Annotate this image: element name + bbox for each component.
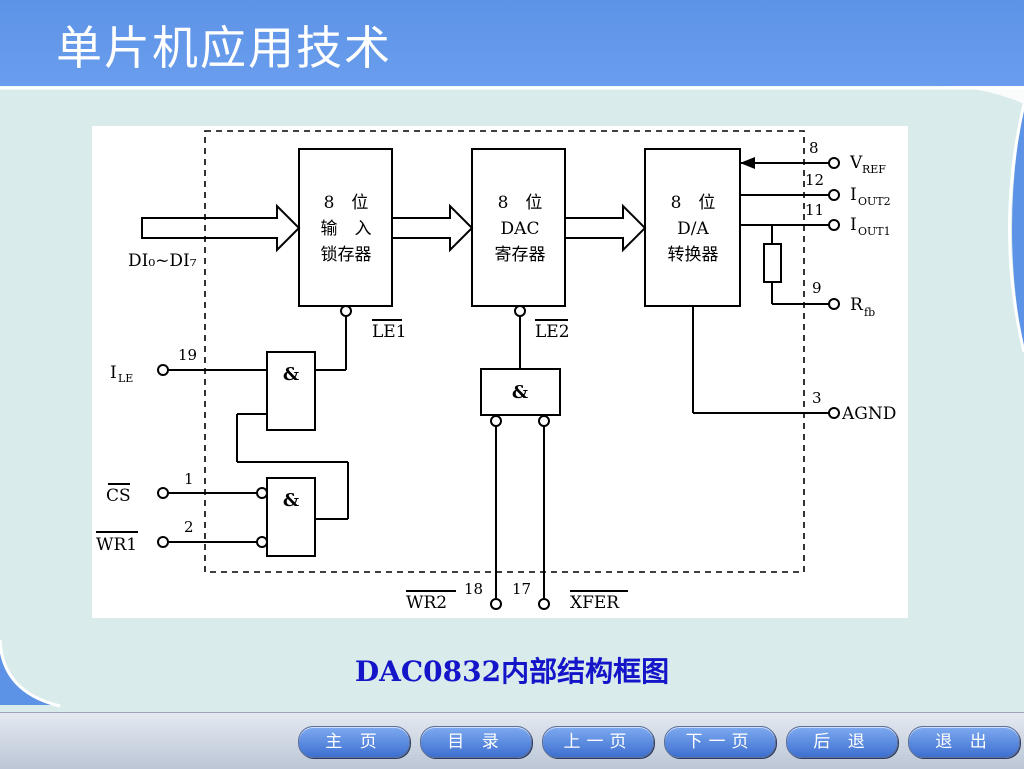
register-to-converter-arrow <box>564 203 647 253</box>
dac0832-block-diagram: 8 位 输 入 锁存器 8 位 DAC 寄存器 8 位 D/A 转换器 & & … <box>92 126 908 618</box>
latch-to-register-arrow <box>391 203 474 253</box>
home-button[interactable]: 主 页 <box>298 726 410 758</box>
iout1-label: I <box>850 215 857 235</box>
rfb-label: R <box>850 295 864 315</box>
contents-button[interactable]: 目 录 <box>420 726 532 758</box>
exit-button[interactable]: 退 出 <box>908 726 1020 758</box>
di-bus-label: DI₀~DI₇ <box>128 251 197 271</box>
data-bus-arrow <box>141 203 301 253</box>
dac-register-label-1: 8 位 <box>498 193 543 213</box>
and-symbol-3: & <box>512 382 528 403</box>
xfer-label: XFER <box>570 593 620 613</box>
iout2-label: I <box>850 185 857 205</box>
back-button[interactable]: 后 退 <box>786 726 898 758</box>
input-latch-label-1: 8 位 <box>324 193 369 213</box>
pin-number-iout1: 11 <box>805 201 824 219</box>
wr2-label: WR2 <box>406 593 447 613</box>
converter-label-1: 8 位 <box>671 193 716 213</box>
wr1-label: WR1 <box>96 535 137 555</box>
cs-label: CS <box>106 486 131 506</box>
iout1-label-sub: OUT1 <box>858 225 891 238</box>
input-latch-label-3: 锁存器 <box>321 245 372 265</box>
prev-page-button[interactable]: 上一页 <box>542 726 654 758</box>
pin-number-rfb: 9 <box>812 279 822 297</box>
feedback-resistor <box>763 243 782 283</box>
pin-number-wr1: 2 <box>184 518 194 536</box>
pin-number-wr2: 18 <box>464 580 483 598</box>
dac-register-label-2: DAC <box>501 219 540 239</box>
pin-number-cs: 1 <box>184 470 194 488</box>
and-gate-cs-wr1 <box>266 477 316 557</box>
pin-number-xfer: 17 <box>512 580 531 598</box>
vref-label: V <box>849 153 863 173</box>
pin-number-agnd: 3 <box>812 389 822 407</box>
input-latch-label-2: 输 入 <box>321 219 372 239</box>
le1-label: LE1 <box>372 322 407 342</box>
dac-register-label-3: 寄存器 <box>495 245 546 265</box>
pin-number-ile: 19 <box>178 346 197 364</box>
iout2-label-sub: OUT2 <box>858 195 891 208</box>
pin-number-iout2: 12 <box>805 171 824 189</box>
ile-label-sub: LE <box>118 372 133 385</box>
diagram-caption: DAC0832内部结构框图 <box>354 655 670 688</box>
next-page-button[interactable]: 下一页 <box>664 726 776 758</box>
agnd-label: AGND <box>841 404 896 424</box>
ile-label: I <box>110 363 117 383</box>
vref-arrow-icon <box>740 157 755 169</box>
and-gate-wr2-xfer <box>480 368 561 416</box>
slide-title: 单片机应用技术 <box>56 21 392 75</box>
converter-label-2: D/A <box>677 219 709 239</box>
navigation-bar: 主 页 目 录 上一页 下一页 后 退 退 出 <box>0 712 1024 769</box>
rfb-label-sub: fb <box>864 306 875 319</box>
and-symbol-1: & <box>283 364 299 385</box>
le2-label: LE2 <box>535 322 570 342</box>
and-symbol-2: & <box>283 490 299 511</box>
converter-label-3: 转换器 <box>668 245 719 265</box>
and-gate-ile <box>266 351 316 431</box>
pin-number-vref: 8 <box>809 139 819 157</box>
title-bar: 单片机应用技术 <box>0 0 1024 86</box>
vref-label-sub: REF <box>862 163 886 176</box>
